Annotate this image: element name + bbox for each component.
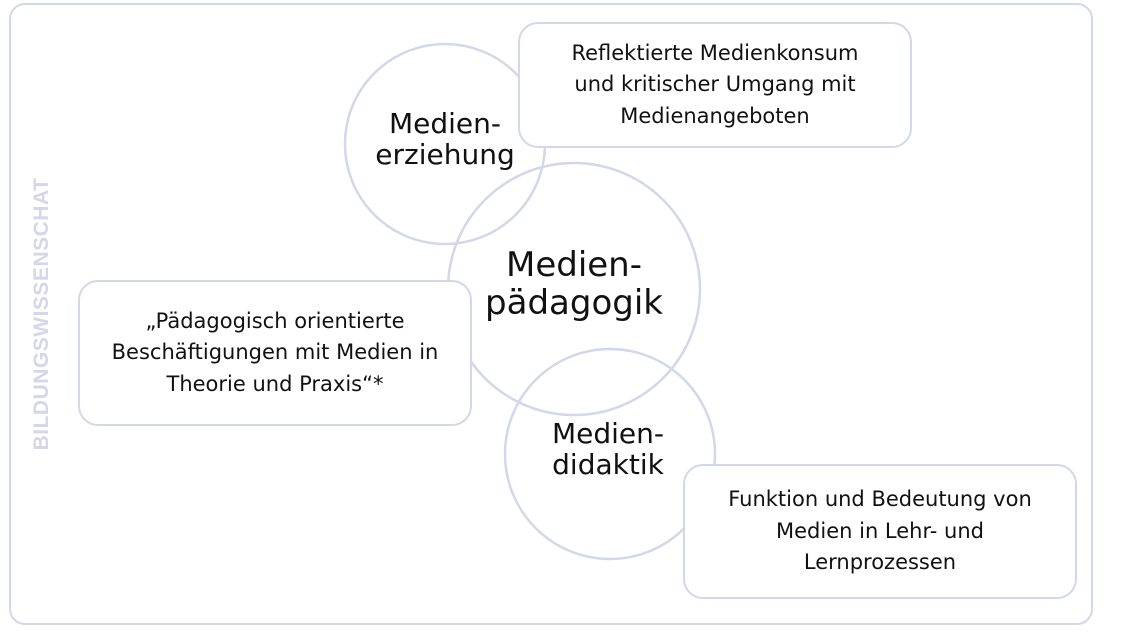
label-medienerziehung-line2: erziehung <box>375 138 515 172</box>
box-funktion-line3: Lernprozessen <box>803 550 957 575</box>
box-medienkonsum-line1: Reflektierte Medienkonsum <box>571 40 859 65</box>
box-medienkonsum-line2: und kritischer Umgang mit <box>574 72 856 97</box>
box-definition-line2: Beschäftigungen mit Medien in <box>111 340 439 365</box>
box-medienkonsum-line3: Medienangeboten <box>620 103 810 128</box>
label-medienpaedagogik: Medien- pädagogik <box>452 246 696 322</box>
box-definition: „Pädagogisch orientierte Beschäftigungen… <box>78 280 472 426</box>
box-funktion: Funktion und Bedeutung von Medien in Leh… <box>683 464 1077 599</box>
label-medienpaedagogik-line1: Medien- <box>505 245 643 285</box>
label-medienpaedagogik-line2: pädagogik <box>485 283 663 324</box>
circle-mediendidaktik <box>503 347 717 561</box>
box-funktion-line1: Funktion und Bedeutung von <box>728 487 1032 512</box>
box-definition-line3: Theorie und Praxis“* <box>166 371 384 396</box>
label-mediendidaktik-line2: didaktik <box>552 448 664 482</box>
box-funktion-line2: Medien in Lehr- und <box>776 518 984 543</box>
box-definition-line1: „Pädagogisch orientierte <box>145 308 405 333</box>
label-mediendidaktik-line1: Medien- <box>551 417 664 450</box>
diagram-frame <box>9 3 1093 625</box>
label-medienerziehung: Medien- erziehung <box>345 108 545 171</box>
label-medienerziehung-line1: Medien- <box>388 107 501 140</box>
label-mediendidaktik: Medien- didaktik <box>508 418 708 481</box>
box-medienkonsum: Reflektierte Medienkonsum und kritischer… <box>518 22 912 148</box>
